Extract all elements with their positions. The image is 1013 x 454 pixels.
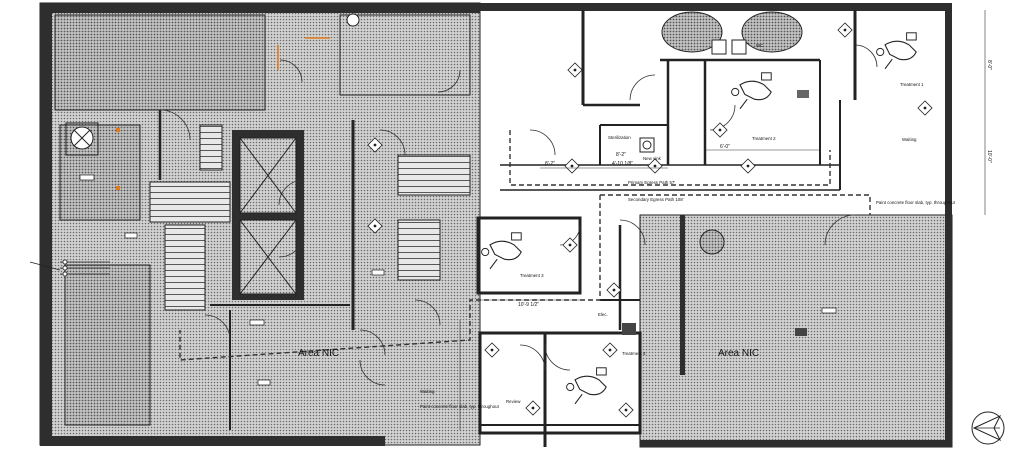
waiting-left-label: Waiting (420, 389, 435, 394)
dimension-d7: 10'-0" (986, 150, 992, 163)
area-nic-left-label: Area NIC (298, 348, 339, 359)
dimension-d4: 8'-2" (616, 152, 626, 158)
new-walls (359, 3, 952, 447)
slab-note-right: Paint concrete floor slab, typ. througho… (876, 200, 956, 205)
existing-building-hatch (29, 2, 481, 446)
egress-paths (179, 130, 871, 361)
treatment-2-label: Treatment 2 (752, 136, 776, 141)
waiting-right-label: Waiting (902, 137, 917, 142)
elec-label: Elec. (598, 312, 608, 317)
dimension-d3: 6'-0" (720, 144, 730, 150)
new-sink-label: New sink (643, 156, 662, 161)
review-label: Review (506, 399, 521, 404)
treatment-4-label: Treatment 4 (622, 351, 646, 356)
secondary-egress-label: Secondary Egress Path 108' (628, 197, 684, 202)
right-nic-hatch (639, 214, 953, 448)
dimension-d1: 8'-2" (545, 161, 555, 167)
treatment-1-label: Treatment 1 (900, 82, 924, 87)
dimension-d5: 10'-9 1/2" (518, 302, 539, 308)
sterilization-label: Sterilization (608, 135, 631, 140)
treatment-3-label: Treatment 3 (520, 273, 544, 278)
slab-note-left: Paint concrete floor slab, typ. througho… (420, 404, 500, 409)
dimension-d2: 4'-10 1/8" (612, 161, 633, 167)
north-arrow-icon (971, 411, 1005, 445)
dimension-lines (459, 10, 986, 430)
primary-egress-label: Primary Egress Path 57' (628, 180, 675, 185)
dimension-d6: 8'-0" (986, 60, 992, 70)
area-nic-right-label: Area NIC (718, 348, 759, 359)
wc-label: WC (756, 43, 763, 48)
